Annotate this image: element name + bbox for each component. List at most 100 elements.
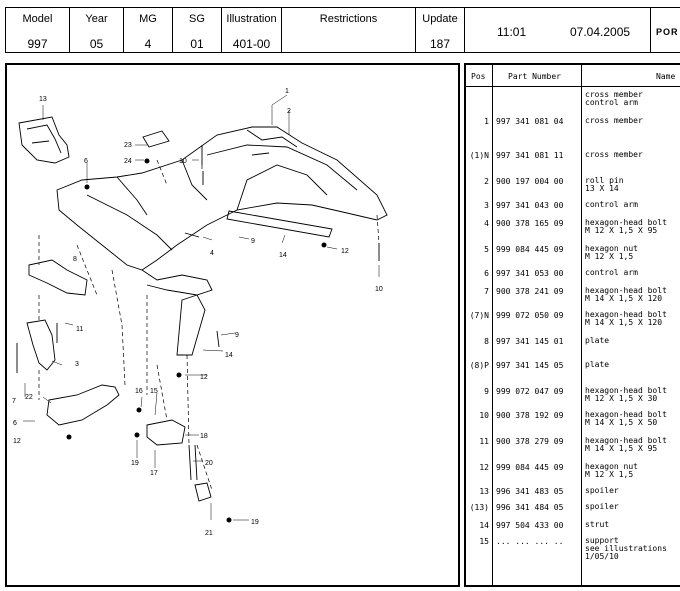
header-label-year: Year xyxy=(85,13,108,25)
leader-set-1 xyxy=(42,94,290,135)
header-cell-restrictions: Restrictions xyxy=(281,7,416,53)
cell-name: hexagon-head bolt M 14 X 1,5 X 120 xyxy=(585,310,667,327)
cross-member-front xyxy=(141,269,213,296)
cell-part-number: 999 084 445 09 xyxy=(496,463,564,472)
callout-8: 8 xyxy=(73,256,77,263)
nuts xyxy=(66,158,327,523)
bracket-21 xyxy=(194,482,212,502)
cell-pos: 11 xyxy=(479,437,489,446)
cell-part-number: 997 341 145 05 xyxy=(496,361,564,370)
header-cell-timestamp: 11:01 07.04.2005 POR xyxy=(464,7,680,53)
header-rule xyxy=(466,86,680,87)
cell-name: cross member xyxy=(585,150,643,159)
bolt-shafts xyxy=(16,145,380,373)
link-20 xyxy=(188,444,198,481)
callout-18: 18 xyxy=(200,433,208,440)
callout-13: 13 xyxy=(39,96,47,103)
cell-pos: 9 xyxy=(484,387,489,396)
callout-14b: 14 xyxy=(225,352,233,359)
cell-name: spoiler xyxy=(585,486,619,495)
dash-set-1 xyxy=(38,235,126,400)
leader-set-3 xyxy=(238,234,380,277)
leader-set-6 xyxy=(140,374,207,416)
cell-part-number: 997 341 043 00 xyxy=(496,201,564,210)
cell-name: hexagon-head bolt M 14 X 1,5 X 95 xyxy=(585,436,667,453)
callout-7: 7 xyxy=(12,398,16,405)
cell-part-number: 997 341 081 11 xyxy=(496,151,564,160)
header-cell-mg: MG 4 xyxy=(123,7,173,53)
nut-12b xyxy=(176,372,182,378)
cell-pos: 8 xyxy=(484,337,489,346)
cell-part-number: 900 378 241 09 xyxy=(496,287,564,296)
header-date: 07.04.2005 xyxy=(570,25,631,39)
header-label-mg: MG xyxy=(139,13,157,25)
control-arm-3 xyxy=(26,319,56,371)
callout-12c: 12 xyxy=(200,374,208,381)
cell-pos: 6 xyxy=(484,269,489,278)
cell-name: plate xyxy=(585,360,610,369)
cell-pos: 4 xyxy=(484,219,489,228)
header-label-restrictions: Restrictions xyxy=(319,13,378,25)
cell-part-number: 997 341 145 01 xyxy=(496,337,564,346)
cell-pos: 13 xyxy=(479,487,489,496)
spoiler-part xyxy=(18,116,70,164)
header-cell-sg: SG 01 xyxy=(172,7,222,53)
callout-12a: 12 xyxy=(341,248,349,255)
leader-set-7 xyxy=(136,434,199,468)
nut-24 xyxy=(144,158,150,164)
header-value-update: 187 xyxy=(429,37,451,51)
cell-name: strut xyxy=(585,520,610,529)
nut-5 xyxy=(84,184,90,190)
cell-name: hexagon-head bolt M 14 X 1,5 X 120 xyxy=(585,286,667,303)
cell-name: spoiler xyxy=(585,502,619,511)
callout-3: 3 xyxy=(75,361,79,368)
cell-part-number: 999 084 445 09 xyxy=(496,245,564,254)
nut-12a xyxy=(321,242,327,248)
header-bar: Model 997 Year 05 MG 4 SG 01 Illustratio… xyxy=(5,7,680,55)
leader-set-2 xyxy=(86,144,199,183)
header-value-model: 997 xyxy=(27,37,48,51)
cell-pos: (1)N xyxy=(469,151,489,160)
callout-20: 20 xyxy=(205,460,213,467)
callout-2: 2 xyxy=(287,108,291,115)
header-label-illustration: Illustration xyxy=(226,13,277,25)
callout-1: 1 xyxy=(285,88,289,95)
cell-part-number: 900 378 165 09 xyxy=(496,219,564,228)
callout-4: 4 xyxy=(210,250,214,257)
cell-part-number: 900 378 192 09 xyxy=(496,411,564,420)
header-cell-year: Year 05 xyxy=(69,7,124,53)
cell-name: hexagon nut M 12 X 1,5 xyxy=(585,244,638,261)
cell-pos: 2 xyxy=(484,177,489,186)
cell-name: plate xyxy=(585,336,610,345)
leader-set-5 xyxy=(23,360,63,422)
cell-part-number: 999 072 047 09 xyxy=(496,387,564,396)
callout-10a: 10 xyxy=(179,158,187,165)
roll-pin-23 xyxy=(142,130,170,148)
cell-name: control arm xyxy=(585,200,638,209)
parts-table: Pos Part Number Name cross member contro… xyxy=(464,63,680,587)
plate-8 xyxy=(28,259,88,296)
strut-lower xyxy=(176,294,206,356)
cell-pos: 10 xyxy=(479,411,489,420)
cell-pos: 3 xyxy=(484,201,489,210)
dash-set-2 xyxy=(146,295,213,491)
header-time: 11:01 xyxy=(497,25,527,39)
cell-part-number: 997 504 433 00 xyxy=(496,521,564,530)
cell-part-number: ... ... ... .. xyxy=(496,537,564,546)
callout-16: 16 xyxy=(135,388,143,395)
cell-pos: 12 xyxy=(479,463,489,472)
exploded-diagram: 13 1 2 23 24 10 6 9 14 12 10 4 8 9 14 11… xyxy=(12,88,388,537)
leader-set-8 xyxy=(193,460,249,521)
callout-6: 6 xyxy=(13,420,17,427)
header-label-model: Model xyxy=(22,13,53,25)
header-cell-illustration: Illustration 401-00 xyxy=(221,7,282,53)
cross-member-rib-4 xyxy=(236,164,328,211)
col-header-part-number: Part Number xyxy=(508,72,561,81)
cell-pos: (7)N xyxy=(469,311,489,320)
header-divider xyxy=(650,8,651,52)
callout-24: 24 xyxy=(124,158,132,165)
callout-5: 6 xyxy=(84,158,88,165)
cell-pos: 7 xyxy=(484,287,489,296)
cell-pos: 1 xyxy=(484,117,489,126)
callout-10b: 10 xyxy=(375,286,383,293)
